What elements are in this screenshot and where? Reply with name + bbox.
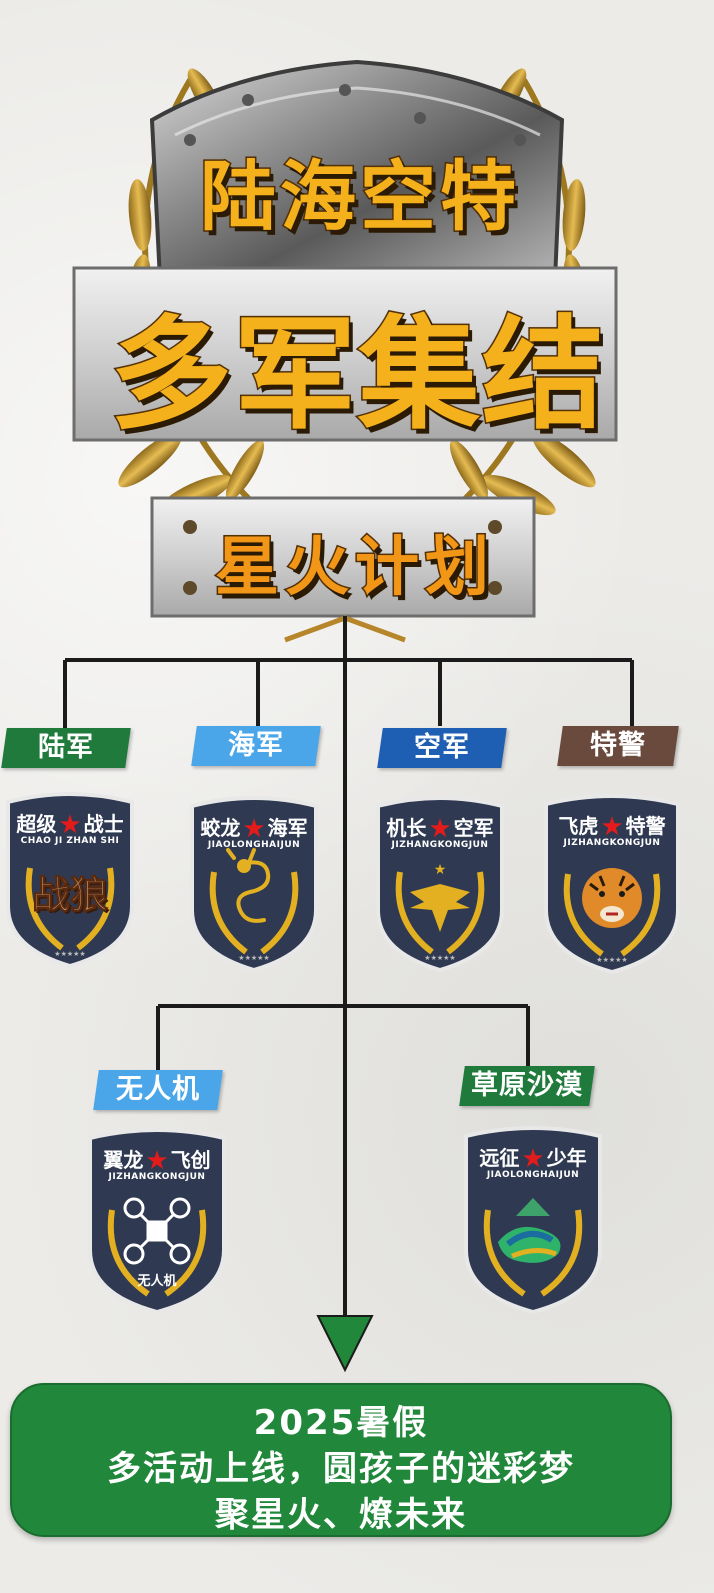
red-star-icon: ★ (600, 812, 624, 842)
badge-airforce: ★ ★★★★★ 机长★空军 JIZHANGKONGJUN (370, 792, 510, 973)
footer-banner: 2025暑假 多活动上线，圆孩子的迷彩梦 聚星火、燎未来 (10, 1383, 672, 1537)
title-main: 多军集结 (109, 303, 606, 448)
svg-text:★★★★★: ★★★★★ (238, 954, 269, 962)
header-artwork (72, 59, 618, 643)
svg-text:★: ★ (434, 862, 447, 878)
footer-line-motto: 聚星火、燎未来 (215, 1495, 467, 1535)
footer-line-slogan: 多活动上线，圆孩子的迷彩梦 (107, 1449, 575, 1489)
tiger-icon (582, 868, 642, 928)
drone-icon (123, 1197, 191, 1265)
branch-label-grassland: 草原沙漠 (459, 1066, 595, 1106)
svg-text:★★★★★: ★★★★★ (424, 954, 455, 962)
shield-icon (149, 59, 565, 282)
title-sub: 星火计划 (214, 530, 495, 607)
branch-label-army: 陆军 (1, 728, 131, 768)
branch-label-airforce: 空军 (377, 728, 507, 768)
down-arrow-icon (316, 1315, 374, 1373)
branch-label-swat: 特警 (557, 726, 679, 766)
badge-army: ★★★★★ 超级★战士 CHAO JI ZHAN SHI 战狼 (0, 788, 140, 969)
main-plaque (72, 266, 618, 442)
red-star-icon: ★ (428, 814, 452, 844)
red-star-icon: ★ (145, 1146, 169, 1176)
red-star-icon: ★ (521, 1144, 545, 1174)
badge-navy: ★★★★★ 蛟龙★海军 JIAOLONGHAIJUN (184, 792, 324, 973)
eagle-icon (410, 884, 470, 932)
branch-label-drone: 无人机 (93, 1070, 223, 1110)
badge-swat: ★★★★★ 飞虎★特警 JIZHANGKONGJUN (538, 790, 686, 975)
red-star-icon: ★ (242, 814, 266, 844)
sub-plaque (150, 496, 536, 618)
svg-text:★★★★★: ★★★★★ (54, 950, 85, 958)
footer-line-year: 2025暑假 (253, 1403, 429, 1443)
grassland-desert-logo-icon (498, 1198, 561, 1263)
title-top: 陆海空特 (199, 151, 520, 243)
badge-drone: 翼龙★飞创 JIZHANGKONGJUN 无人机 (82, 1124, 232, 1315)
dragon-icon (226, 848, 271, 923)
badge-shield-icon: ★★★★★ (6, 792, 134, 969)
red-star-icon: ★ (58, 810, 82, 840)
badge-grassland: 远征★少年 JIAOLONGHAIJUN (458, 1122, 608, 1315)
branch-label-navy: 海军 (191, 726, 321, 766)
wolf-warrior-logo-icon: 战狼 (31, 873, 108, 918)
svg-text:★★★★★: ★★★★★ (596, 956, 627, 964)
